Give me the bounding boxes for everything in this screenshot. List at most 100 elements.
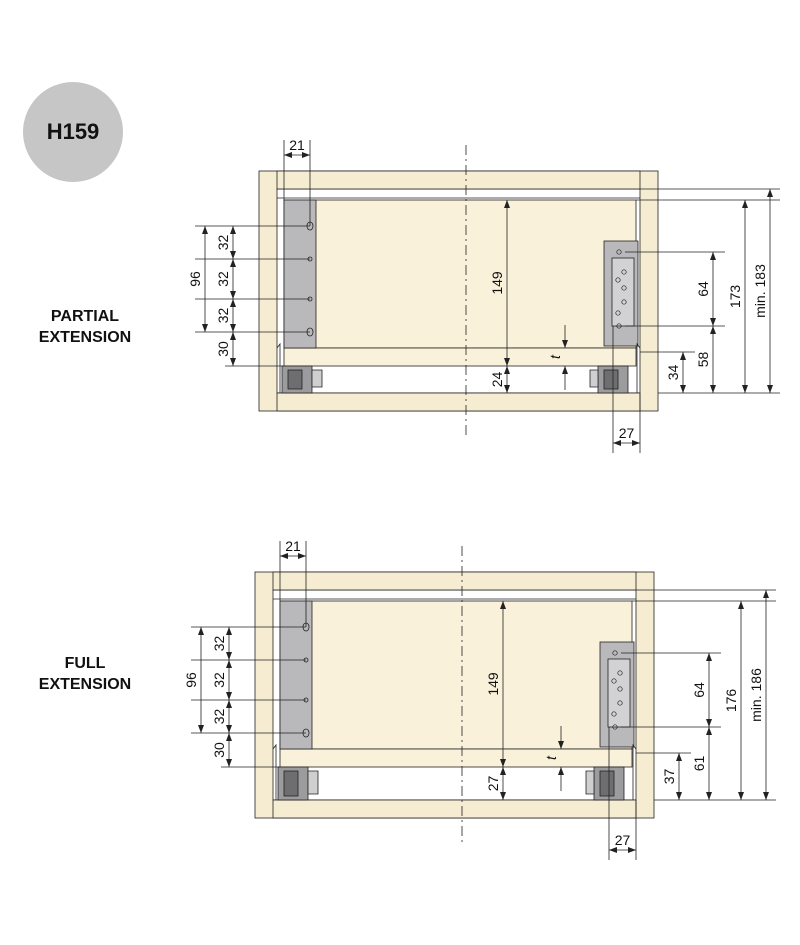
arrowhead — [710, 326, 716, 334]
bracket-hole — [617, 670, 623, 676]
arrowhead — [226, 725, 232, 733]
title-line-1: FULL — [64, 655, 106, 672]
arrowhead — [609, 847, 617, 853]
arrowhead — [763, 590, 769, 598]
arrowhead — [226, 652, 232, 660]
arrowhead — [280, 553, 288, 559]
side-clearance-dim-label: 27 — [619, 425, 635, 441]
arrowhead — [558, 767, 564, 775]
runner-gap-dim-label: 27 — [485, 776, 501, 792]
height-dim-label: 149 — [485, 672, 501, 696]
arrowhead — [298, 553, 306, 559]
bracket-hole — [621, 269, 627, 275]
title-line-1: PARTIAL — [50, 308, 120, 325]
bracket-holes-dim-label: 64 — [691, 682, 707, 698]
height-dim-label: 149 — [489, 271, 505, 295]
arrowhead — [504, 200, 510, 208]
bracket-hole — [616, 323, 622, 329]
title-line-2: EXTENSION — [38, 676, 132, 693]
bracket-plate — [607, 658, 631, 728]
cabinet-bottom-panel — [276, 392, 641, 412]
arrowhead — [742, 200, 748, 208]
bracket-hole — [621, 299, 627, 305]
bracket-hole — [612, 724, 618, 730]
runner-rail — [585, 770, 595, 795]
arrowhead — [198, 725, 204, 733]
arrowhead — [226, 733, 232, 741]
cabinet-min-dim-label: min. 183 — [752, 264, 768, 318]
arrowhead — [680, 385, 686, 393]
left-drawer-side — [279, 600, 313, 750]
bottom-offset-dim-label: 30 — [211, 742, 227, 758]
arrowhead — [742, 385, 748, 393]
arrowhead — [500, 601, 506, 609]
arrowhead — [710, 318, 716, 326]
bracket-plate — [611, 257, 635, 327]
cabinet-bottom-panel — [272, 799, 637, 819]
arrowhead — [706, 792, 712, 800]
bracket-hole — [611, 678, 617, 684]
runner-clip — [272, 743, 277, 800]
bracket-hole — [616, 249, 622, 255]
arrowhead — [710, 252, 716, 260]
model-badge: H159 — [23, 82, 123, 182]
arrowhead — [504, 358, 510, 366]
side-clearance-dim-label: 27 — [615, 832, 631, 848]
drawer-total-dim-label: 173 — [727, 285, 743, 309]
runner-roller — [287, 369, 303, 390]
thickness-label: t — [543, 755, 559, 760]
runner-rail — [311, 369, 323, 388]
drawer-bottom-board — [283, 347, 637, 367]
drawer-front-panel — [279, 600, 633, 750]
runner-height-dim-label: 37 — [661, 769, 677, 785]
left-drawer-side — [283, 199, 317, 349]
arrowhead — [302, 152, 310, 158]
hole-spacing-dim-label: 32 — [215, 308, 231, 324]
arrowhead — [763, 792, 769, 800]
total-holes-dim-label: 96 — [183, 672, 199, 688]
arrowhead — [676, 792, 682, 800]
bottom-offset-dim-label: 30 — [215, 341, 231, 357]
arrowhead — [202, 226, 208, 234]
arrowhead — [504, 366, 510, 374]
bracket-bottom-dim-label: 58 — [695, 352, 711, 368]
runner-height-dim-label: 34 — [665, 365, 681, 381]
arrowhead — [230, 299, 236, 307]
arrowhead — [558, 741, 564, 749]
arrowhead — [230, 332, 236, 340]
bracket-hole — [612, 650, 618, 656]
runner-gap-dim-label: 24 — [489, 372, 505, 388]
bracket-hole — [617, 686, 623, 692]
arrowhead — [562, 366, 568, 374]
arrowhead — [706, 727, 712, 735]
arrowhead — [676, 753, 682, 761]
arrowhead — [710, 385, 716, 393]
hole-spacing-dim-label: 32 — [215, 271, 231, 287]
arrowhead — [738, 601, 744, 609]
arrowhead — [198, 627, 204, 635]
arrowhead — [226, 660, 232, 668]
runner-clip — [632, 743, 637, 800]
bracket-bottom-dim-label: 61 — [691, 756, 707, 772]
arrowhead — [226, 692, 232, 700]
drawer-front-panel — [283, 199, 637, 349]
partial-extension-title: PARTIAL EXTENSION — [20, 306, 150, 348]
arrowhead — [738, 792, 744, 800]
hole-spacing-dim-label: 32 — [211, 636, 227, 652]
arrowhead — [230, 259, 236, 267]
bracket-hole — [611, 711, 617, 717]
arrowhead — [767, 385, 773, 393]
arrowhead — [500, 767, 506, 775]
drawer-bottom-board — [279, 748, 633, 768]
arrowhead — [226, 700, 232, 708]
cabinet-min-dim-label: min. 186 — [748, 668, 764, 722]
full-extension-title: FULL EXTENSION — [20, 653, 150, 695]
bracket-holes-dim-label: 64 — [695, 281, 711, 297]
total-holes-dim-label: 96 — [187, 271, 203, 287]
hole-spacing-dim-label: 32 — [215, 235, 231, 251]
arrowhead — [230, 291, 236, 299]
arrowhead — [613, 440, 621, 446]
arrowhead — [767, 189, 773, 197]
arrowhead — [628, 847, 636, 853]
